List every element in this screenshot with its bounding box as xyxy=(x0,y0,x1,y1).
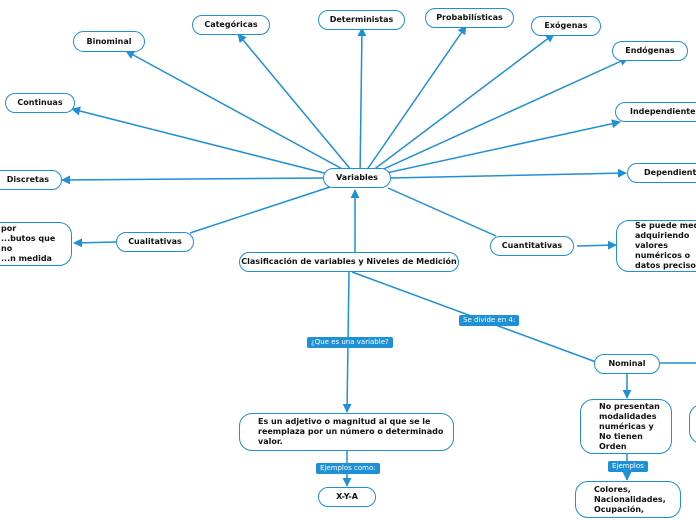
node-partial-right[interactable] xyxy=(689,404,696,444)
node-root[interactable]: Clasificación de variables y Niveles de … xyxy=(239,252,459,272)
tag-ejemplos: Ejemplos xyxy=(608,461,648,472)
tag-se-divide: Se divide en 4: xyxy=(459,315,520,326)
node-nominal-desc[interactable]: No presentan modalidades numéricas y No … xyxy=(580,399,672,454)
node-variables[interactable]: Variables xyxy=(323,168,391,188)
node-nominal-ejemplos[interactable]: Colores, Nacionalidades, Ocupación, xyxy=(575,481,681,518)
node-continuas[interactable]: Continuas xyxy=(5,93,75,113)
edge-variables-deterministas xyxy=(357,27,367,178)
tag-que-es-variable: ¿Que es una variable? xyxy=(307,337,393,348)
edge-variables-independientes xyxy=(367,119,621,178)
node-ejemplo-xya[interactable]: X-Y-A xyxy=(318,487,376,507)
edge-variables-continuas xyxy=(71,106,341,178)
node-cualitativas[interactable]: Cualitativas xyxy=(116,232,194,252)
edge-cualitativas-desc xyxy=(73,238,118,248)
edge-variables-endogenas xyxy=(365,57,629,178)
node-cuantitativas[interactable]: Cuantitativas xyxy=(490,236,574,256)
edge-variables-cuantitativas xyxy=(387,187,497,237)
node-nominal[interactable]: Nominal xyxy=(594,354,660,374)
edge-variables-probabilisticas xyxy=(361,25,467,178)
node-discretas[interactable]: Discretas xyxy=(0,170,62,190)
node-cualitativas-desc[interactable]: ...terizan por ...butos que no ...n medi… xyxy=(0,222,72,266)
node-deterministas[interactable]: Deterministas xyxy=(318,10,405,30)
node-dependientes[interactable]: Dependientes xyxy=(627,163,696,183)
edge-variables-cualitativas xyxy=(189,186,331,234)
edge-variables-exogenas xyxy=(363,33,555,178)
node-endogenas[interactable]: Endógenas xyxy=(612,41,688,61)
node-categoricas[interactable]: Categóricas xyxy=(192,15,270,35)
node-definicion[interactable]: Es un adjetivo o magnitud al que se le r… xyxy=(239,413,454,451)
edge-variables-categoricas xyxy=(237,33,358,178)
node-exogenas[interactable]: Exógenas xyxy=(531,16,601,36)
tag-ejemplos-como: Ejemplos como: xyxy=(316,463,380,474)
edge-variables-dependientes xyxy=(389,168,627,179)
edge-cuantitativas-desc xyxy=(576,240,617,250)
node-independientes[interactable]: Independientes xyxy=(615,102,696,122)
edge-variables-binominal xyxy=(125,50,358,178)
node-probabilisticas[interactable]: Probabilísticas xyxy=(425,8,514,28)
node-binominal[interactable]: Binominal xyxy=(73,31,145,52)
node-cuantitativas-desc[interactable]: Se puede medir adquiriendo valores numér… xyxy=(616,220,696,272)
edge-variables-discretas xyxy=(61,175,326,185)
